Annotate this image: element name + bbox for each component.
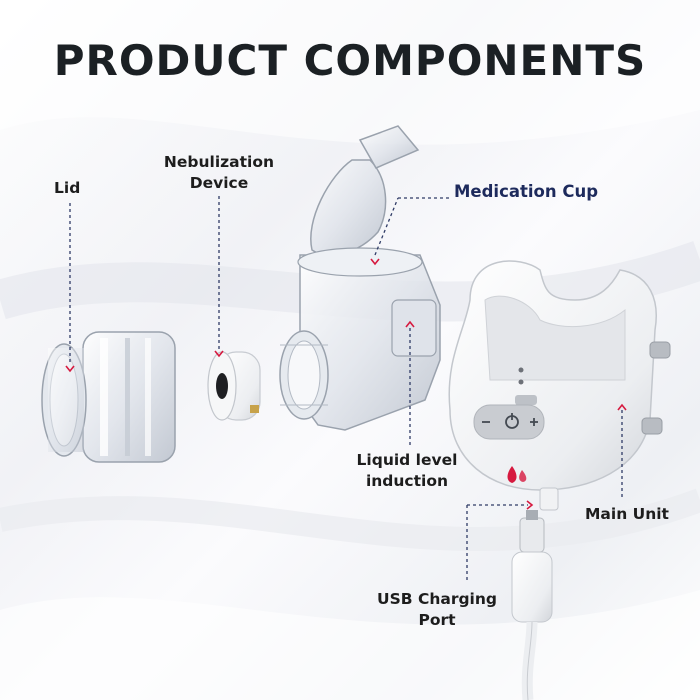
plus-icon: [530, 418, 538, 426]
leader-arrows: [65, 258, 627, 510]
label-nebulization-line2: Device: [189, 174, 249, 192]
label-usb-line1: USB Charging: [376, 590, 497, 608]
label-liquid-line2: induction: [365, 472, 449, 490]
power-icon: [505, 413, 519, 429]
arrow-down-icon: [65, 365, 75, 373]
label-main-unit: Main Unit: [585, 505, 669, 523]
main-unit-part: [448, 260, 671, 491]
lid-part: [41, 331, 176, 463]
usb-cable-part: [511, 487, 559, 700]
label-usb-charging-port: USB Charging Port: [372, 589, 502, 631]
label-medication-cup: Medication Cup: [454, 182, 599, 201]
leader-lines: [69, 196, 623, 582]
arrow-down-icon: [370, 258, 380, 266]
label-lid: Lid: [54, 179, 81, 197]
arrow-up-icon: [405, 320, 415, 328]
droplet-logo-icon: [507, 466, 527, 483]
label-liquid-line1: Liquid level: [356, 451, 458, 469]
medication-cup-part: [279, 125, 441, 431]
arrow-left-icon: [526, 500, 534, 510]
nebulization-device-part: [207, 351, 261, 421]
label-liquid-level-induction: Liquid level induction: [352, 450, 462, 492]
arrow-down-icon: [214, 350, 224, 358]
page-title: PRODUCT COMPONENTS: [53, 36, 647, 85]
label-nebulization-device: Nebulization Device: [160, 152, 278, 194]
label-usb-line2: Port: [418, 611, 456, 629]
arrow-up-icon: [617, 403, 627, 411]
label-nebulization-line1: Nebulization: [163, 153, 275, 171]
